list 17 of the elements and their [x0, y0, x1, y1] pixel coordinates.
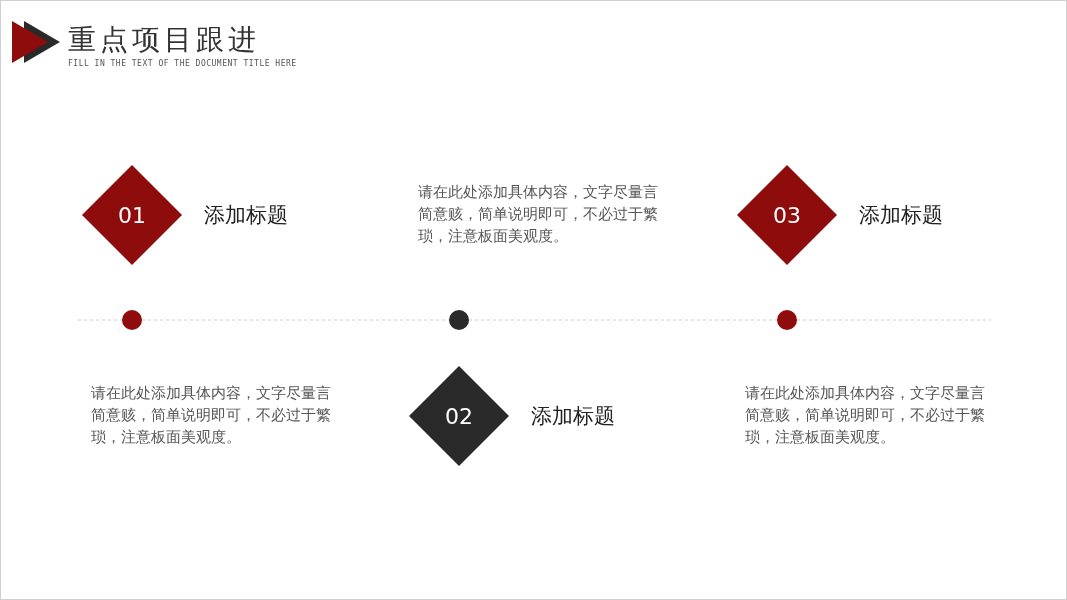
number-diamond [82, 165, 182, 265]
slide-title: 重点项目跟进 [68, 22, 260, 58]
timeline-dot [449, 310, 469, 330]
body-text: 请在此处添加具体内容，文字尽量言简意赅，简单说明即可，不必过于繁琐，注意板面美观度。 [745, 384, 986, 447]
body-text: 请在此处添加具体内容，文字尽量言简意赅，简单说明即可，不必过于繁琐，注意板面美观度。 [91, 384, 332, 447]
step-number: 02 [445, 403, 473, 429]
body-text: 请在此处添加具体内容，文字尽量言简意赅，简单说明即可，不必过于繁琐，注意板面美观度。 [418, 183, 659, 246]
step-number: 03 [773, 202, 801, 228]
step-number: 01 [118, 202, 146, 228]
step-heading: 添加标题 [204, 202, 288, 229]
number-diamond [409, 366, 509, 466]
step-heading: 添加标题 [859, 202, 943, 229]
slide-subtitle: FILL IN THE TEXT OF THE DOCUMENT TITLE HERE [68, 59, 297, 68]
timeline-dot [122, 310, 142, 330]
number-diamond [737, 165, 837, 265]
timeline-dot [777, 310, 797, 330]
step-heading: 添加标题 [531, 403, 615, 430]
